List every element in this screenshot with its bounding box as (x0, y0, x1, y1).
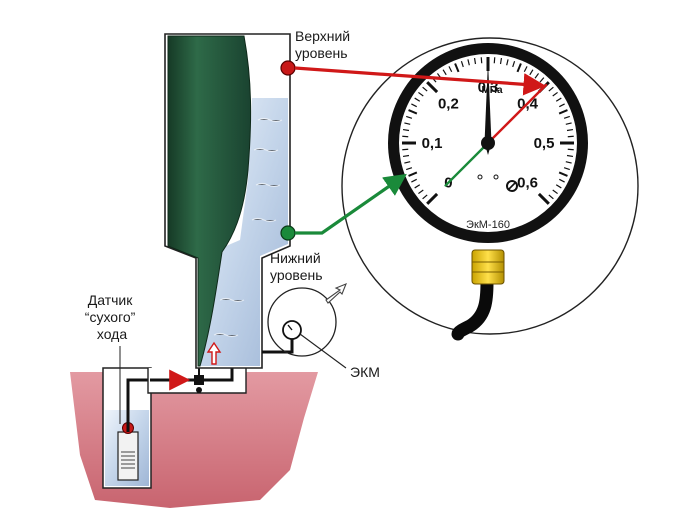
gauge-tick (442, 69, 447, 76)
gauge-tick (552, 189, 558, 195)
gauge-tick (523, 66, 528, 72)
gauge-unit: МПа (481, 85, 503, 96)
gauge-tick (418, 91, 424, 97)
lower-level-label: Нижний уровень (270, 250, 325, 283)
gauge-tick (402, 128, 410, 132)
ekm-small-needle (287, 324, 293, 331)
gauge-fitting (471, 249, 505, 285)
gauge-tick (404, 161, 411, 164)
gauge-tick (563, 167, 570, 171)
gauge-dot-left (477, 174, 483, 180)
outlet-arrow (206, 341, 222, 365)
gauge-tick (422, 86, 428, 92)
pump-grille (121, 451, 135, 469)
gauge-tick (552, 91, 558, 97)
gauge-tick (454, 63, 460, 73)
tank-bladder (167, 35, 252, 367)
gauge-tick (414, 97, 421, 102)
pressure-needle (484, 61, 492, 155)
ekm-zoom-circle (267, 287, 337, 357)
upper-level-label: Верхний уровень (295, 28, 354, 61)
gauge-scale-0-6: 0,6 (517, 175, 538, 192)
gauge-tick (499, 57, 503, 65)
needle-hub (481, 136, 495, 150)
gauge-tick (537, 192, 550, 205)
gauge-tick (426, 81, 439, 94)
gauge-tick (548, 86, 554, 92)
lower-level-arrow (295, 173, 407, 235)
gauge-scale-0-5: 0,5 (534, 135, 555, 152)
gauge-tick (422, 194, 428, 200)
gauge-tick (406, 115, 413, 119)
gauge-tick (448, 66, 453, 72)
gauge-tick (411, 103, 417, 108)
gauge-tick (558, 171, 568, 177)
water-texture (213, 117, 283, 338)
gauge-model: ЭкМ-160 (466, 219, 510, 231)
gauge-tick (559, 178, 565, 183)
gauge-tick (408, 171, 418, 177)
gauge-tick (418, 189, 424, 195)
gauge-tick (566, 128, 574, 132)
gauge-dot-right (493, 174, 499, 180)
gauge-tick (512, 61, 516, 68)
gauge-tick (559, 103, 565, 108)
outlet-pipe (262, 338, 294, 354)
gauge-tick (426, 192, 439, 205)
gauge-tick (565, 161, 572, 164)
check-valve (194, 368, 204, 393)
gauge-tick (467, 59, 470, 66)
gauge-cable (451, 275, 494, 341)
gauge-tick (406, 167, 413, 171)
gauge-tick (548, 194, 554, 200)
gauge-tick (555, 184, 562, 189)
gauge-tick (555, 97, 562, 102)
ekm-leader-line (299, 333, 347, 369)
gauge-tick (408, 109, 418, 115)
gauge-scale-0-2: 0,2 (438, 95, 459, 112)
gauge-tick (414, 184, 421, 189)
gauge-tick (411, 178, 417, 183)
gauge-scale-0-1: 0,1 (422, 135, 443, 152)
gauge-tick (506, 59, 509, 66)
gauge-tick (566, 154, 574, 158)
dry-run-sensor-label: Датчик “сухого” хода (85, 292, 139, 342)
gauge-tick (460, 61, 464, 68)
gauge-tick (565, 122, 572, 125)
tank-water (198, 98, 288, 366)
gauge-tick (473, 57, 477, 65)
ekm-label: ЭКМ (350, 364, 380, 380)
gauge-tick (516, 63, 522, 73)
expand-arrow-icon (325, 283, 347, 304)
gauge-tick (558, 109, 568, 115)
lower-level-sensor[interactable] (280, 225, 296, 241)
lower-setpoint-needle[interactable] (444, 141, 490, 187)
gauge-tick (404, 122, 411, 125)
gauge-tick (563, 115, 570, 119)
gauge-tick (402, 154, 410, 158)
upper-level-sensor[interactable] (280, 60, 296, 76)
upper-level-arrow (294, 66, 546, 96)
